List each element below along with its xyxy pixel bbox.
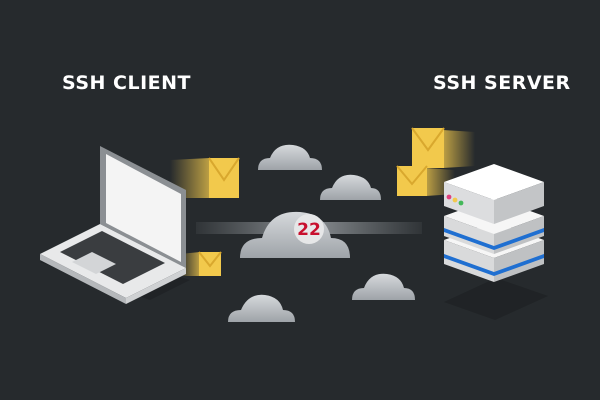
cloud-icon — [352, 273, 415, 300]
ssh-server-label: SSH SERVER — [433, 72, 571, 94]
cloud-icon — [320, 174, 381, 200]
cloud-icon — [228, 294, 295, 322]
ssh-client-label: SSH CLIENT — [62, 72, 191, 94]
envelope-icon — [180, 251, 222, 276]
port-badge: 22 — [294, 214, 324, 244]
laptop-icon — [40, 146, 190, 304]
envelope-icon — [411, 127, 475, 168]
port-number: 22 — [297, 220, 321, 240]
cloud-icon — [240, 211, 350, 258]
server-stack-icon — [444, 164, 548, 320]
cloud-icon — [258, 144, 322, 170]
